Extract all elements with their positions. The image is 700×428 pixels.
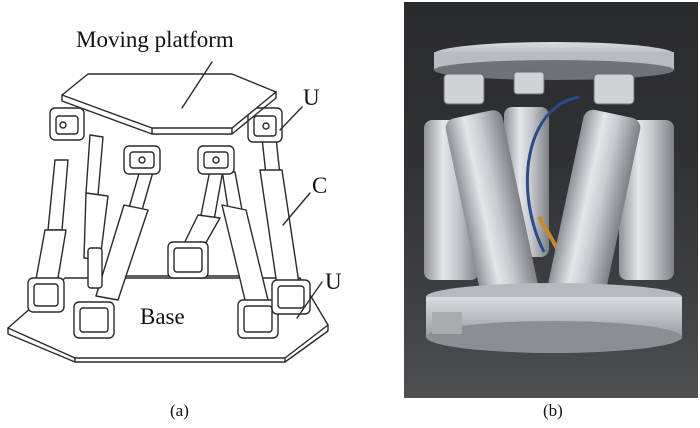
leg-1 (33, 159, 69, 291)
upper-joints (49, 107, 283, 175)
caption-b: (b) (543, 401, 563, 420)
leg-6 (259, 137, 301, 293)
leader-moving-platform (181, 61, 213, 109)
photo-base (426, 283, 682, 353)
label-upper-u-joint: U (303, 85, 320, 110)
leader-cylinder (282, 192, 311, 226)
label-cylinder: C (312, 173, 328, 198)
moving-platform (61, 73, 277, 135)
label-base: Base (140, 304, 185, 329)
label-lower-u-joint: U (325, 269, 342, 294)
panel-a-drawing: Moving platform U C U Base (7, 27, 342, 363)
leg-2 (83, 134, 109, 261)
photo-blue-cable (526, 95, 580, 253)
caption-a: (a) (170, 401, 189, 420)
photo-front-cylinders (445, 109, 641, 315)
leader-upper-u (279, 106, 303, 131)
hexapod-photo (424, 42, 682, 353)
leader-lower-u (296, 281, 323, 319)
panel-b-photo (404, 2, 698, 398)
lower-joints (27, 241, 311, 339)
stewart-platform-drawing (7, 61, 329, 363)
label-moving-platform: Moving platform (76, 27, 234, 52)
